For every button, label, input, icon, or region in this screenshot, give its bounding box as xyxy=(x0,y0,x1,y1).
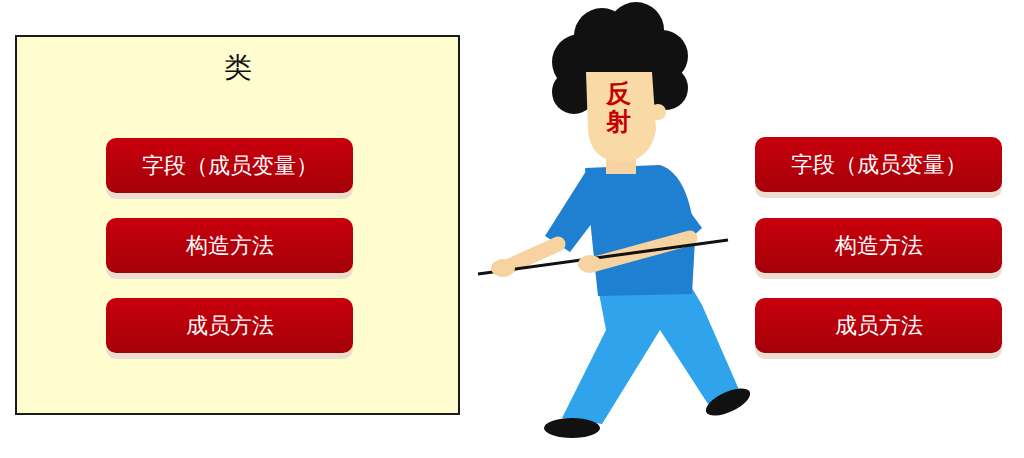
face-label: 反射 xyxy=(606,80,631,135)
member-label: 字段（成员变量） xyxy=(791,150,967,180)
member-box: 构造方法 xyxy=(755,218,1002,273)
member-box: 构造方法 xyxy=(106,218,353,273)
member-box: 字段（成员变量） xyxy=(106,138,353,193)
member-box: 成员方法 xyxy=(755,298,1002,353)
member-box: 字段（成员变量） xyxy=(755,137,1002,192)
member-label: 字段（成员变量） xyxy=(142,151,318,181)
class-title: 类 xyxy=(17,49,458,87)
member-label: 构造方法 xyxy=(186,231,274,261)
class-box: 类字段（成员变量） 构造方法成员方法 xyxy=(15,35,460,415)
member-label: 构造方法 xyxy=(835,231,923,261)
member-label: 成员方法 xyxy=(186,311,274,341)
member-label: 成员方法 xyxy=(835,311,923,341)
member-box: 成员方法 xyxy=(106,298,353,353)
